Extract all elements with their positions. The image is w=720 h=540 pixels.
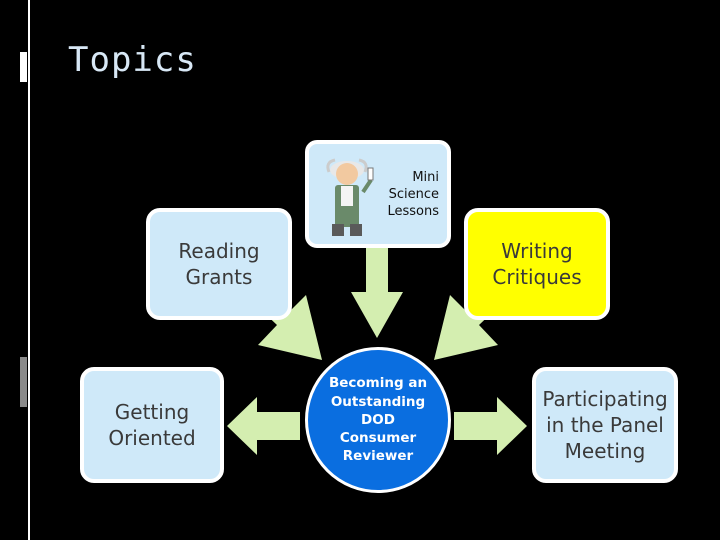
writing-critiques-label: Writing Critiques xyxy=(492,239,582,289)
arrow-right xyxy=(454,397,527,455)
scientist-icon xyxy=(326,158,374,236)
participating-node: Participating in the Panel Meeting xyxy=(532,367,678,483)
center-goal-node: Becoming an Outstanding DOD Consumer Rev… xyxy=(305,347,451,493)
slide-marker xyxy=(20,357,27,407)
getting-oriented-node: Getting Oriented xyxy=(80,367,224,483)
participating-label: Participating in the Panel Meeting xyxy=(542,387,668,463)
writing-critiques-node: Writing Critiques xyxy=(464,208,610,320)
reading-grants-node: Reading Grants xyxy=(146,208,292,320)
arrow-down xyxy=(351,248,403,338)
arrow-left xyxy=(227,397,300,455)
slide-marker xyxy=(20,52,27,82)
mini-science-lessons-node: Mini Science Lessons xyxy=(305,140,451,248)
getting-oriented-label: Getting Oriented xyxy=(108,400,196,450)
reading-grants-label: Reading Grants xyxy=(178,239,260,289)
mini-science-label: Mini Science Lessons xyxy=(387,170,439,219)
center-goal-label: Becoming an Outstanding DOD Consumer Rev… xyxy=(328,375,428,465)
page-title: Topics xyxy=(68,40,197,80)
left-rule xyxy=(28,0,30,540)
